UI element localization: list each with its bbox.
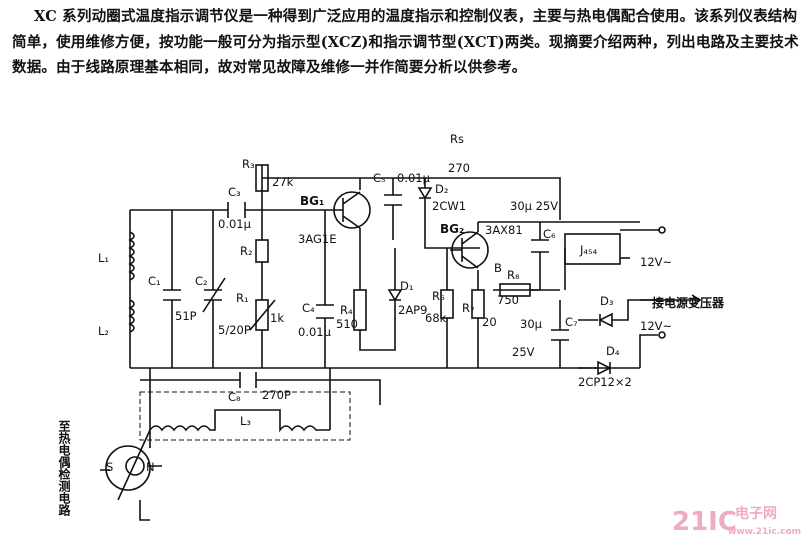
label-d2-type: 2CW1 [432, 199, 466, 213]
label-l2: L₂ [98, 324, 109, 338]
label-s: S [106, 460, 113, 474]
label-d2: D₂ [435, 182, 448, 196]
watermark-site: 电子网 [735, 505, 777, 522]
label-c5: C₅ [373, 171, 386, 185]
label-c5-value: 0.01μ [397, 171, 431, 185]
label-d3: D₃ [600, 294, 614, 308]
label-c7: C₇ [565, 315, 578, 329]
label-r3-value: 27k [272, 175, 294, 189]
label-r1: R₁ [236, 291, 249, 305]
circuit-wires [129, 165, 660, 521]
resistor-r2 [255, 239, 269, 263]
label-probe-note: 至热电偶检测电路 [57, 420, 71, 517]
label-l1: L₁ [98, 251, 109, 265]
label-c1-value: 51P [175, 309, 197, 323]
capacitor-c3 [227, 202, 246, 218]
label-out1: 12V~ [640, 255, 672, 269]
resistor-r3 [255, 164, 269, 192]
transistor-bg2 [450, 231, 489, 269]
component-labels: R₃ 27k BG₁ 3AG1E C₃ 0.01μ C₅ 0.01μ D₂ 2C… [57, 132, 725, 517]
watermark-logo: 21IC 电子网 www.21ic.com [672, 505, 801, 537]
label-r2: R₂ [240, 244, 253, 258]
capacitor-c8 [239, 372, 257, 388]
label-c3: C₃ [228, 185, 241, 199]
label-d4: D₄ [606, 344, 620, 358]
transistor-bg1 [330, 191, 371, 229]
diode-d3 [598, 312, 613, 328]
label-rs: Rs [450, 132, 464, 146]
label-bg2-type: 3AX81 [485, 223, 523, 237]
label-c4-value: 0.01μ [298, 325, 332, 339]
probe-meter [100, 429, 162, 501]
label-bg2: BG₂ [440, 222, 464, 236]
inductor-l3 [139, 391, 351, 441]
resistor-r4 [353, 289, 367, 331]
capacitor-c2 [202, 277, 226, 313]
label-r4-value: 510 [336, 317, 358, 331]
capacitor-c5 [384, 194, 402, 206]
label-n: N [146, 460, 155, 474]
label-b: B [494, 261, 502, 275]
label-d1: D₁ [400, 279, 413, 293]
label-r1-value: 1k [270, 311, 284, 325]
label-c7-voltage: 25V [512, 345, 535, 359]
output-terminals [640, 226, 702, 339]
label-c8: C₈ [228, 390, 241, 404]
label-c6-value: 30μ 25V [510, 199, 558, 213]
capacitor-c7 [551, 329, 569, 341]
label-c8-value: 270P [262, 388, 291, 402]
watermark-brand: 21IC [672, 507, 737, 537]
resistor-r7 [471, 289, 485, 319]
zener-d2 [417, 187, 433, 200]
label-r4: R₄ [340, 303, 353, 317]
diode-d1 [387, 289, 403, 302]
label-d1-type: 2AP9 [398, 303, 427, 317]
intro-paragraph: XC 系列动圈式温度指示调节仪是一种得到广泛应用的温度指示和控制仪表，主要与热电… [12, 8, 799, 76]
label-r8: R₈ [507, 268, 520, 282]
label-relay-j: J₄₅₄ [579, 243, 598, 257]
label-r6-value: 68k [425, 311, 447, 325]
inductor-l1-l2 [128, 231, 135, 333]
diode-d4 [597, 360, 612, 376]
label-bg1-type: 3AG1E [298, 232, 336, 246]
relay-j [564, 233, 621, 265]
capacitor-c1 [163, 289, 181, 301]
capacitor-c6 [531, 239, 549, 253]
capacitor-c4 [316, 304, 334, 319]
label-c6: C₆ [543, 227, 556, 241]
label-out2: 12V~ [640, 319, 672, 333]
resistor-r6 [440, 289, 454, 319]
label-rs-value: 270 [448, 161, 470, 175]
label-c2: C₂ [195, 274, 208, 288]
label-c2-value: 5/20P [218, 323, 251, 337]
label-l3: L₃ [240, 414, 251, 428]
label-r7: R₇ [462, 301, 475, 315]
label-transformer-note: 接电源变压器 [652, 295, 725, 310]
label-c4: C₄ [302, 301, 315, 315]
potentiometer-r1 [249, 299, 276, 331]
label-r7-value: 20 [482, 315, 497, 329]
label-r6: R₆ [432, 289, 445, 303]
label-diodes-type: 2CP12×2 [578, 375, 632, 389]
label-r8-value: 750 [497, 293, 519, 307]
resistor-r8 [499, 283, 531, 297]
label-r3: R₃ [242, 157, 255, 171]
watermark-url: www.21ic.com [728, 527, 801, 537]
label-c7-value: 30μ [520, 317, 543, 331]
label-c3-value: 0.01μ [218, 217, 252, 231]
label-bg1: BG₁ [300, 194, 324, 208]
label-c1: C₁ [148, 274, 161, 288]
